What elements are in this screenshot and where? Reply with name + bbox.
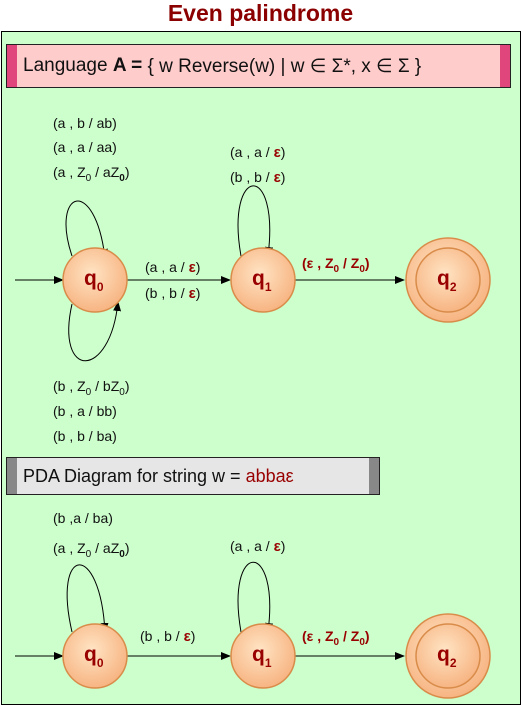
language-box-left-bar (7, 45, 17, 87)
state-q0-label-2: q0 (84, 643, 104, 670)
language-box-right-bar (500, 45, 510, 87)
language-definition: { w Reverse(w) | w ∈ Σ*, x ∈ Σ } (142, 55, 422, 77)
state-q0-2 (62, 623, 128, 689)
state-q1-label-2: q1 (252, 643, 272, 670)
q1-loop-label-2: (a , a / ε) (230, 538, 285, 555)
q1-q2-label-2: (ε , Z0 / Z0) (302, 628, 370, 648)
q1-loop-arrow-1 (237, 185, 274, 257)
state-q2-label-2: q2 (437, 643, 457, 670)
q1-loop-label-2: (b , b / ε) (230, 169, 285, 186)
q1-loop-label-1: (a , a / ε) (230, 144, 285, 161)
q0-top-loop-label-2: (a , a / aa) (53, 139, 117, 155)
q0-loop-arrow-2 (66, 564, 109, 633)
diagram-panel (1, 31, 521, 705)
language-name: A = (112, 55, 143, 76)
pda-label-box: PDA Diagram for string w = abbaε (6, 457, 380, 495)
state-q1-2 (230, 623, 296, 689)
state-q0-label-1: q0 (84, 267, 104, 294)
state-q0-1 (62, 247, 128, 313)
q0-q1-label-1: (a , a / ε) (145, 259, 200, 276)
pda-label-string: abbaε (245, 465, 294, 486)
state-q1-1 (230, 247, 296, 313)
q0-q1-label-2: (b , b / ε) (145, 285, 200, 302)
q0-top-loop-label-3: (a , Z0 / aZ0) (53, 164, 129, 184)
q0-bottom-loop-label-3: (b , b / ba) (53, 428, 117, 444)
pda-box-left-bar (7, 458, 17, 494)
state-q1-label-1: q1 (252, 267, 272, 294)
page-title: Even palindrome (167, 0, 354, 26)
q1-loop-arrow-2 (237, 561, 274, 633)
q0-top-loop-arrow-1 (65, 200, 108, 259)
q0-bottom-loop-arrow-1 (68, 301, 122, 362)
q0-bottom-loop-label-1: (b , Z0 / bZ0) (53, 378, 129, 398)
q0-loop-label-2b: (a , Z0 / aZ0) (53, 540, 129, 560)
state-q2-inner-1 (415, 247, 481, 313)
state-q2-label-1: q2 (437, 267, 457, 294)
q0-q1-label-2: (b , b / ε) (140, 628, 195, 645)
q0-top-loop-label-1: (a , b / ab) (53, 115, 117, 131)
pda-box-right-bar (369, 458, 379, 494)
state-q2-inner-2 (415, 623, 481, 689)
language-box: Language A = { w Reverse(w) | w ∈ Σ*, x … (6, 44, 511, 88)
q0-loop-label-2a: (b ,a / ba) (53, 510, 113, 526)
q0-bottom-loop-label-2: (b , a / bb) (53, 403, 117, 419)
language-prefix: Language (23, 55, 113, 76)
pda-label-prefix: PDA Diagram for string w = (23, 465, 246, 486)
q1-q2-label-1: (ε , Z0 / Z0) (302, 255, 370, 275)
